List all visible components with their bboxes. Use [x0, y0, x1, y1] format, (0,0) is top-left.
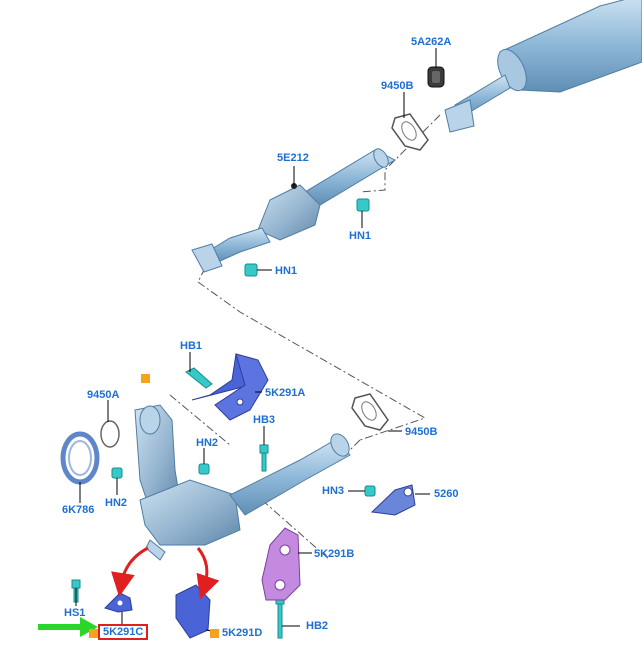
part-label-9450A[interactable]: 9450A	[87, 389, 120, 401]
part-label-6K786[interactable]: 6K786	[62, 504, 95, 516]
part-label-HB1[interactable]: HB1	[180, 340, 203, 352]
rubber-insulator	[427, 66, 445, 88]
clamp-6K786	[60, 431, 100, 485]
note-square-c	[89, 629, 98, 638]
bracket-5K291B	[261, 527, 301, 601]
part-label-9450B-mid[interactable]: 9450B	[405, 426, 438, 438]
part-label-5A262A[interactable]: 5A262A	[411, 36, 452, 48]
heat-shield-5260	[370, 484, 416, 516]
catalytic-converter	[134, 404, 351, 561]
note-square-a	[141, 374, 150, 383]
part-label-9450B-top[interactable]: 9450B	[381, 80, 414, 92]
bracket-5K291A	[191, 353, 269, 421]
part-label-5E212[interactable]: 5E212	[277, 152, 309, 164]
part-label-HB2[interactable]: HB2	[306, 620, 329, 632]
fasteners	[71, 198, 376, 639]
green-arrow	[38, 617, 98, 637]
part-label-5K291B[interactable]: 5K291B	[314, 548, 355, 560]
leader-lines	[75, 48, 437, 633]
part-label-HN2-b[interactable]: HN2	[105, 497, 128, 509]
red-arrows	[111, 546, 220, 600]
part-label-HN1-b[interactable]: HN1	[275, 265, 298, 277]
gasket-mid	[351, 393, 389, 431]
part-label-5260[interactable]: 5260	[434, 488, 459, 500]
part-label-HN3[interactable]: HN3	[322, 485, 345, 497]
bracket-5K291D	[175, 584, 211, 639]
note-square-d	[210, 629, 219, 638]
part-label-5K291C[interactable]: 5K291C	[98, 624, 149, 640]
part-label-HN1-a[interactable]: HN1	[349, 230, 372, 242]
part-label-HS1[interactable]: HS1	[64, 607, 86, 619]
intermediate-pipe	[191, 148, 397, 273]
part-label-5K291A[interactable]: 5K291A	[265, 387, 306, 399]
gasket-top	[391, 113, 429, 151]
part-label-5K291D[interactable]: 5K291D	[222, 627, 263, 639]
bracket-5K291C	[104, 592, 133, 613]
rear-muffler	[444, 0, 642, 133]
part-label-HN2-a[interactable]: HN2	[196, 437, 219, 449]
gasket-9450A	[100, 420, 120, 448]
part-label-HB3[interactable]: HB3	[253, 414, 276, 426]
